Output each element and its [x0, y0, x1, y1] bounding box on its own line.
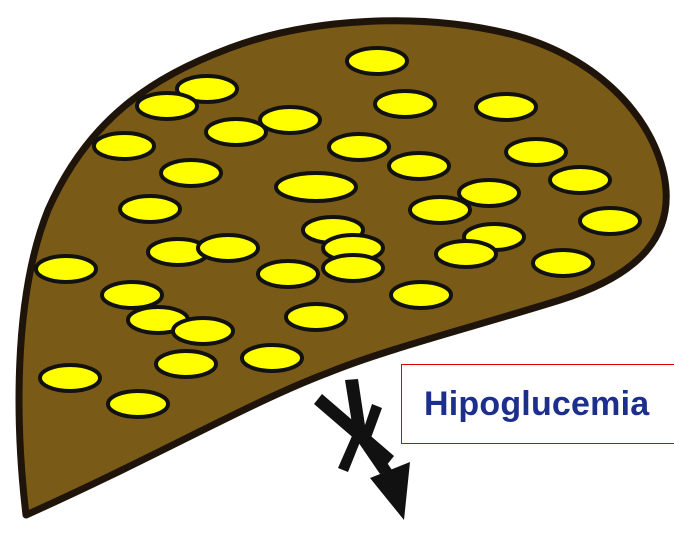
glycogen-granule — [459, 180, 519, 206]
glycogen-granule — [276, 173, 356, 201]
glycogen-granule — [108, 391, 168, 417]
glycogen-granule — [580, 208, 640, 234]
glycogen-granule — [389, 153, 449, 179]
blocked-down-arrow-icon — [314, 379, 410, 520]
glycogen-granule — [198, 235, 258, 261]
glycogen-granule — [476, 94, 536, 120]
glycogen-granule — [173, 318, 233, 344]
glycogen-granule — [533, 250, 593, 276]
glycogen-granule — [161, 160, 221, 186]
glycogen-granule — [156, 351, 216, 377]
hypoglycemia-label-box: Hipoglucemia — [401, 364, 674, 444]
glycogen-granule — [94, 133, 154, 159]
hypoglycemia-label: Hipoglucemia — [424, 385, 649, 424]
glycogen-granule — [329, 134, 389, 160]
glycogen-granule — [436, 241, 496, 267]
glycogen-granule — [258, 261, 318, 287]
glycogen-granule — [40, 365, 100, 391]
glycogen-granule — [391, 282, 451, 308]
glycogen-granule — [120, 196, 180, 222]
glycogen-granule — [506, 139, 566, 165]
glycogen-granule — [286, 304, 346, 330]
glycogen-granule — [206, 119, 266, 145]
glycogen-granule — [347, 48, 407, 74]
glycogen-granule — [260, 107, 320, 133]
glycogen-granule — [242, 345, 302, 371]
glycogen-granule — [550, 167, 610, 193]
glycogen-granule — [323, 255, 383, 281]
glycogen-granule — [410, 197, 470, 223]
glycogen-granule — [137, 93, 197, 119]
glycogen-granule — [36, 256, 96, 282]
glycogen-granule — [102, 282, 162, 308]
glycogen-granule — [375, 91, 435, 117]
